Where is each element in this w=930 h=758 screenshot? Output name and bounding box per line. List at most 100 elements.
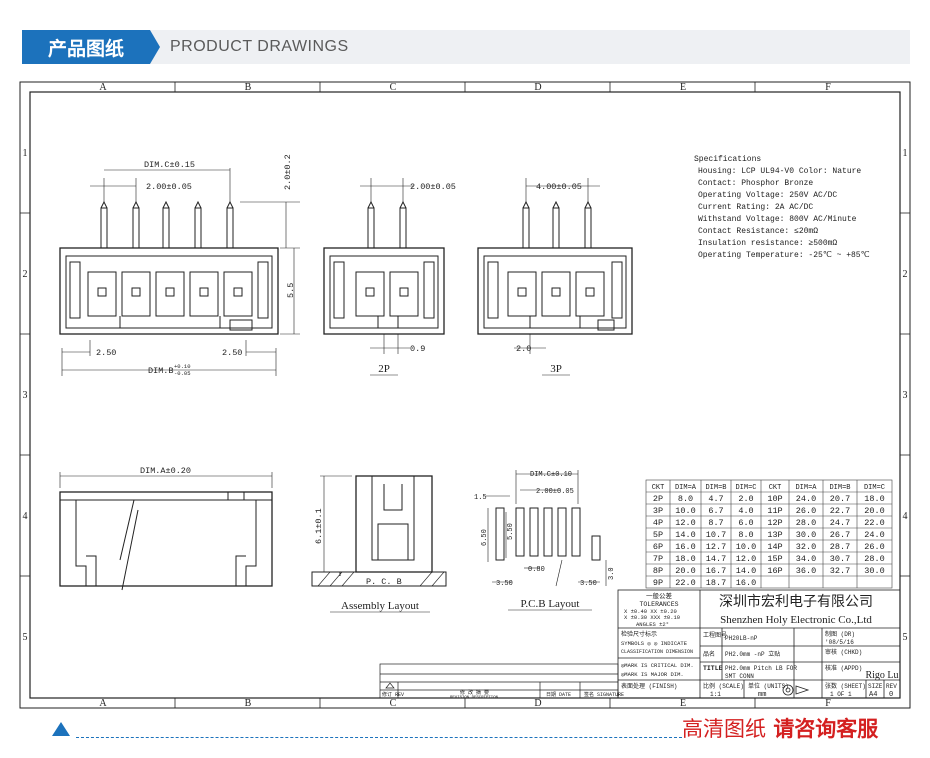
front-view-3p xyxy=(477,178,633,354)
tb-sheet: 1 OF 1 xyxy=(830,691,852,698)
footer-divider xyxy=(76,737,682,738)
pitch-3p-label: 4.00±0.05 xyxy=(536,182,582,192)
table-cell: 8.7 xyxy=(708,518,723,528)
table-cell: 28.0 xyxy=(864,554,884,564)
table-cell: 10.0 xyxy=(675,506,695,516)
col-label-b: B xyxy=(245,82,252,93)
table-cell: 24.7 xyxy=(830,518,850,528)
table-cell: 10.7 xyxy=(706,530,726,540)
table-cell: 12.0 xyxy=(675,518,695,528)
tb-size: A4 xyxy=(869,691,877,699)
spec-title: Specifications xyxy=(694,155,761,164)
pcb-15-label: 1.5 xyxy=(474,494,487,502)
tb-symbols: SYMBOLS ◎ ◎ INDICATE xyxy=(621,640,688,647)
table-cell: 5P xyxy=(653,530,663,540)
tb-dwg-no-label: 工程图号 xyxy=(703,631,727,639)
tb-scale-label: 比例 (SCALE) xyxy=(703,682,744,690)
table-header-cell: DIM=B xyxy=(829,484,850,492)
table-cell: 24.0 xyxy=(864,530,884,540)
col-label-d-bottom: D xyxy=(534,698,541,709)
dim-20-label: 2.0 xyxy=(516,344,531,354)
spec-line-2: Operating Voltage: 250V AC/DC xyxy=(698,191,837,200)
tb-product: PH2.0mm -nP 立贴 xyxy=(725,650,780,658)
revision-block xyxy=(379,663,619,699)
table-cell: 4.7 xyxy=(708,494,723,504)
pcb-layout-label: P.C.B Layout xyxy=(521,598,580,610)
table-cell: 18.0 xyxy=(675,554,695,564)
tb-finish: 表面处理 (FINISH) xyxy=(621,682,677,690)
table-cell: 22.7 xyxy=(830,506,850,516)
rev-col-desc: 修 改 摘 要 xyxy=(460,689,489,696)
table-cell: 14.0 xyxy=(736,566,756,576)
table-cell: 6.0 xyxy=(738,518,753,528)
tb-size-label: SIZE xyxy=(868,683,883,690)
tb-major: ◎MARK IS MAJOR DIM. xyxy=(621,671,684,678)
table-cell: 12P xyxy=(767,518,782,528)
rev-col-rev: 修订 REV xyxy=(382,691,404,698)
row-label-3-right: 3 xyxy=(903,390,908,401)
pcb-pitch-label: 2.00±0.05 xyxy=(536,488,574,496)
col-label-c: C xyxy=(390,82,397,93)
main-pins xyxy=(100,200,234,249)
table-header-cell: DIM=A xyxy=(795,484,817,492)
dim-b-tol-bottom: -0.05 xyxy=(174,370,191,377)
pcb-label: P. C. B xyxy=(366,577,402,587)
table-cell: 12.7 xyxy=(706,542,726,552)
table-cell: 32.0 xyxy=(796,542,816,552)
title-block xyxy=(617,589,901,699)
row-label-3: 3 xyxy=(23,390,28,401)
table-cell: 16.7 xyxy=(706,566,726,576)
tb-drawn-label: 制图 (DR) xyxy=(825,630,855,638)
table-cell: 14.0 xyxy=(675,530,695,540)
table-cell: 28.0 xyxy=(796,518,816,528)
dim-c-label: DIM.C±0.15 xyxy=(144,160,195,170)
table-cell: 13P xyxy=(767,530,782,540)
table-cell: 24.0 xyxy=(796,494,816,504)
table-cell: 11P xyxy=(767,506,782,516)
col-label-a-bottom: A xyxy=(99,698,107,709)
row-label-2-right: 2 xyxy=(903,269,908,280)
tb-rev: 0 xyxy=(889,691,893,699)
table-cell: 8P xyxy=(653,566,663,576)
tb-title-line2: SMT CONN xyxy=(725,673,754,680)
frame-zone-markers xyxy=(20,82,910,708)
page-header: 产品图纸 PRODUCT DRAWINGS xyxy=(22,30,910,64)
dimension-table xyxy=(645,479,893,589)
col-label-b-bottom: B xyxy=(245,698,252,709)
tb-title-label: TITLE xyxy=(703,665,723,672)
table-cell: 30.0 xyxy=(796,530,816,540)
spec-line-1: Contact: Phosphor Bronze xyxy=(698,179,813,188)
pcb-layout xyxy=(486,470,607,587)
table-cell: 10.0 xyxy=(736,542,756,552)
left-250-label: 2.50 xyxy=(96,348,116,358)
tb-checked-label: 审核 (CHKD) xyxy=(825,648,862,656)
pcb-550-label: 5.50 xyxy=(507,523,515,540)
pcb-080-label: 0.80 xyxy=(528,566,545,574)
rev-col-sign: 签名 SIGNATURE xyxy=(584,691,624,698)
table-header-cell: DIM=B xyxy=(705,484,726,492)
tb-tol-line1: X ±0.40 XX ±0.20 xyxy=(624,608,677,615)
table-cell: 16.0 xyxy=(675,542,695,552)
row-label-4-right: 4 xyxy=(903,511,908,522)
front-view-main xyxy=(59,168,300,376)
tb-scale: 1:1 xyxy=(710,691,721,698)
dim-09-label: 0.9 xyxy=(410,344,425,354)
tb-inspect: 检验尺寸标示 xyxy=(621,630,657,638)
tb-tol-line3: ANGLES ±2° xyxy=(636,621,669,628)
tb-tolerances: TOLERANCES xyxy=(639,601,678,608)
footer-triangle-icon xyxy=(52,722,70,736)
tb-classification: CLASSIFICATION DIMENSION xyxy=(621,649,693,655)
table-cell: 30.0 xyxy=(864,566,884,576)
specifications-block: Specifications Housing: LCP UL94-V0 Colo… xyxy=(694,155,870,260)
table-cell: 20.0 xyxy=(864,506,884,516)
spec-line-3: Current Rating: 2A AC/DC xyxy=(698,203,813,212)
spec-line-0: Housing: LCP UL94-V0 Color: Nature xyxy=(698,167,861,176)
spec-line-5: Contact Resistance: ≤20mΩ xyxy=(698,227,818,236)
assembly-layout-label: Assembly Layout xyxy=(341,600,419,612)
col-label-e: E xyxy=(680,82,686,93)
row-label-4: 4 xyxy=(23,511,28,522)
col-label-f: F xyxy=(825,82,831,93)
table-cell: 18.7 xyxy=(706,578,726,588)
row-label-2: 2 xyxy=(23,269,28,280)
